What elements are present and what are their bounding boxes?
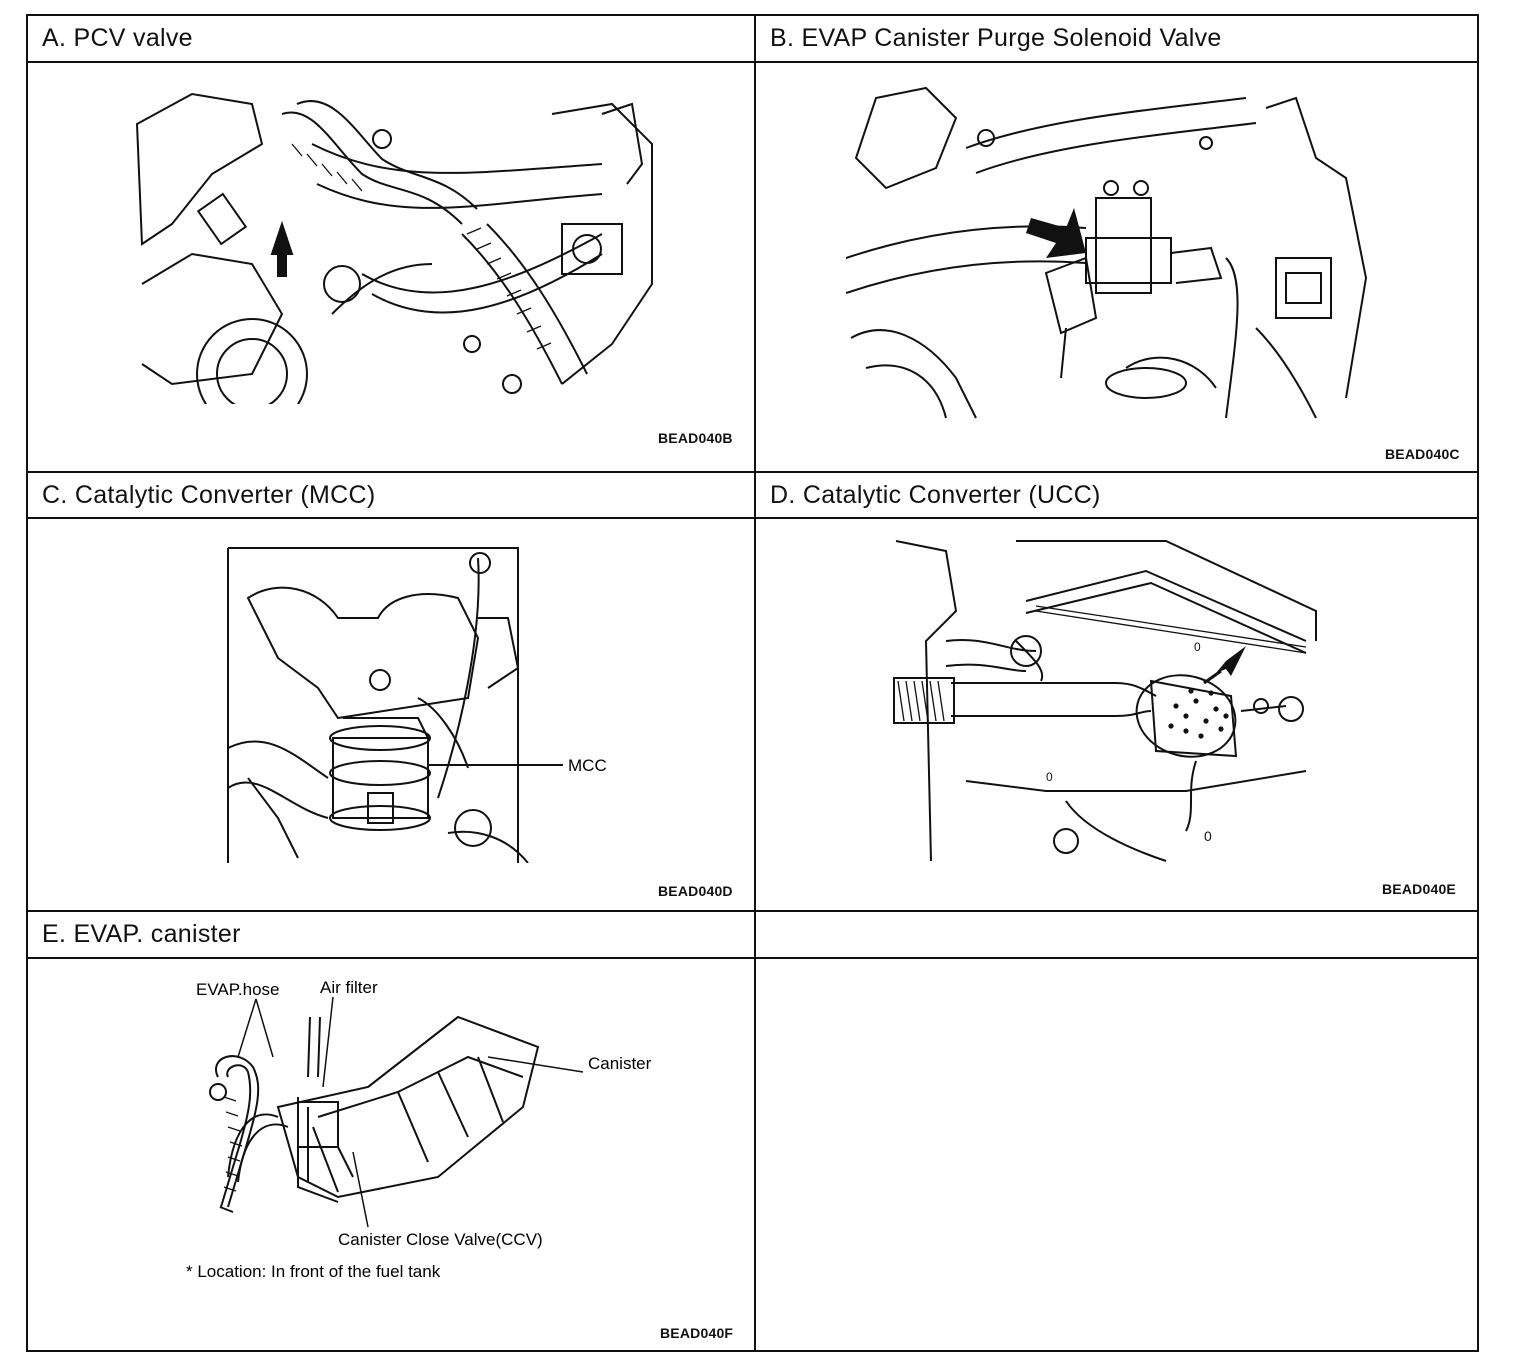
panel-c-code: BEAD040D bbox=[658, 883, 733, 899]
panel-a-code: BEAD040B bbox=[658, 430, 733, 446]
mcc-illustration: MCC bbox=[227, 547, 607, 863]
svg-text:0: 0 bbox=[1046, 770, 1053, 784]
ccv-label: Canister Close Valve(CCV) bbox=[338, 1230, 543, 1249]
svg-text:0: 0 bbox=[1204, 828, 1212, 844]
panel-empty bbox=[756, 912, 1477, 1350]
svg-text:0: 0 bbox=[1194, 640, 1201, 654]
diagram-table: A. PCV valve bbox=[26, 14, 1479, 1352]
panel-d: D. Catalytic Converter (UCC) bbox=[756, 473, 1477, 910]
panel-b-title: B. EVAP Canister Purge Solenoid Valve bbox=[770, 24, 1222, 52]
panel-b-code: BEAD040C bbox=[1385, 446, 1460, 462]
panel-c-title: C. Catalytic Converter (MCC) bbox=[42, 481, 376, 509]
column-divider bbox=[754, 16, 756, 1350]
panel-b: B. EVAP Canister Purge Solenoid Valve bbox=[756, 16, 1477, 471]
row-divider bbox=[28, 61, 1477, 63]
air-filter-label: Air filter bbox=[320, 978, 378, 997]
row-divider bbox=[28, 957, 1477, 959]
panel-e-code: BEAD040F bbox=[660, 1325, 734, 1341]
pcv-valve-illustration bbox=[135, 92, 653, 404]
evap-canister-illustration: EVAP.hose Air filter Canister Canister C… bbox=[186, 978, 652, 1281]
panel-e: E. EVAP. canister bbox=[28, 912, 754, 1350]
row-divider bbox=[28, 471, 1477, 473]
panel-a-title: A. PCV valve bbox=[42, 24, 193, 52]
panel-d-code: BEAD040E bbox=[1382, 881, 1456, 897]
row-divider bbox=[28, 910, 1477, 912]
panel-d-title: D. Catalytic Converter (UCC) bbox=[770, 481, 1101, 509]
panel-c: C. Catalytic Converter (MCC) bbox=[28, 473, 754, 910]
purge-solenoid-illustration bbox=[846, 86, 1368, 419]
panel-e-title: E. EVAP. canister bbox=[42, 920, 241, 948]
mcc-label: MCC bbox=[568, 756, 607, 775]
row-divider bbox=[28, 517, 1477, 519]
panel-a: A. PCV valve bbox=[28, 16, 754, 471]
evap-hose-label: EVAP.hose bbox=[196, 980, 280, 999]
canister-label: Canister bbox=[588, 1054, 652, 1073]
ucc-illustration: 0 0 0 bbox=[893, 540, 1317, 862]
location-note: * Location: In front of the fuel tank bbox=[186, 1262, 441, 1281]
